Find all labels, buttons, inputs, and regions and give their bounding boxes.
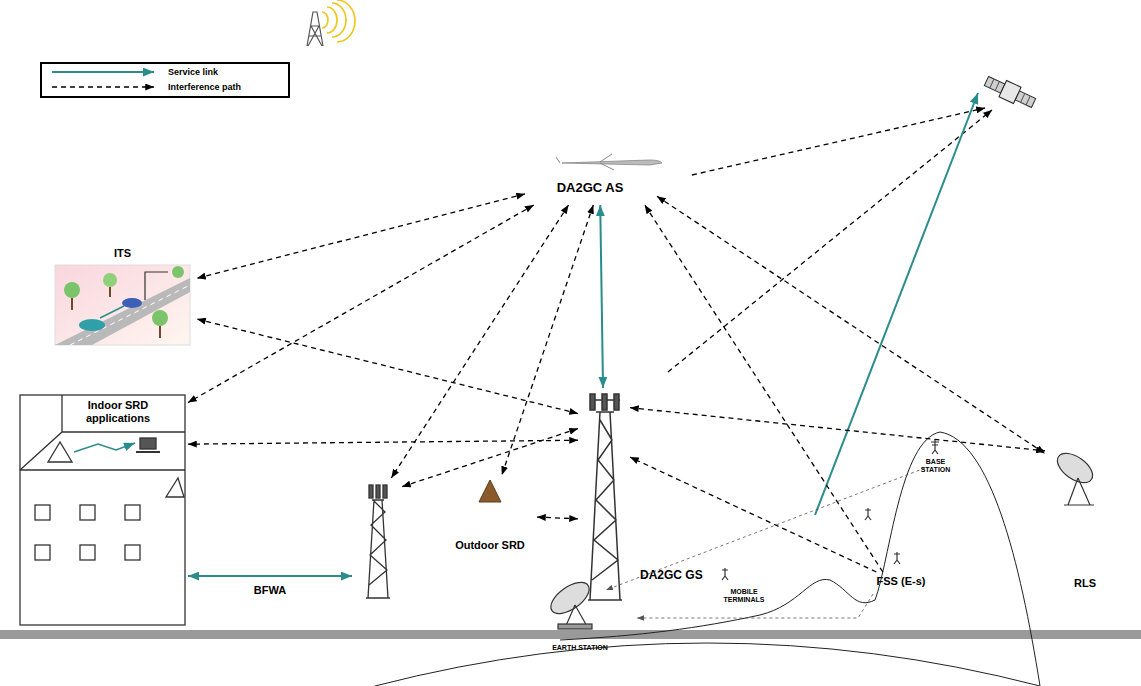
building-box: Indoor SRD applications [18,392,188,628]
interference-path [537,517,578,519]
its-picture [55,265,190,345]
node-label: Indoor SRD applications [68,399,168,425]
interference-path-sample [52,86,154,87]
terminal-interference [606,468,925,590]
node-label: EARTH STATION [525,644,635,652]
rls-station: RLS [1045,445,1127,595]
building-icon [20,395,185,625]
interference-path [402,429,578,487]
interference-path [197,194,525,278]
radio-tower-icon [307,0,355,46]
interference-path [502,205,593,475]
interference-path [657,196,1045,453]
legend-row: Interference path [42,79,288,94]
node-label: Outdoor SRD [445,539,535,552]
legend-row: Service link [42,64,288,79]
satellite-links [668,93,992,515]
ground-station: DA2GC GS [578,388,630,602]
legend-sample [50,66,160,78]
node-label: DA2GC AS [525,180,655,196]
earth-arc [375,643,1040,686]
interference-path [391,205,568,478]
interference-path [197,319,578,413]
outdoor-srd: Outdoor SRD [445,475,537,557]
service-link [600,205,603,388]
legend-box: Service linkInterference path [40,62,290,98]
node-label: RLS [1045,577,1125,590]
ground-station-tower [588,394,622,600]
its-box: ITS [50,245,197,348]
aircraft-icon [556,154,662,170]
interference-path [645,205,883,572]
interference-path [630,457,876,572]
rls-dish [1052,448,1097,505]
node-label: BFWA [240,584,300,597]
legend-sample [50,81,160,93]
legend-label: Service link [168,67,218,77]
node-label: DA2GC GS [640,568,730,582]
satellite-icon [983,73,1038,111]
aircraft-station: DA2GC AS [525,150,657,205]
bfwa-station: BFWA [352,478,402,600]
node-label: ITS [50,247,195,260]
service-link-sample [52,71,154,73]
interference-path [630,408,1045,451]
bfwa-tower [366,485,390,598]
interference-path [188,205,534,403]
interference-path [188,440,578,444]
earth-station-dish [546,576,595,629]
earth-station: EARTH STATION [525,572,637,658]
legend-label: Interference path [168,82,241,92]
service-link [188,575,352,577]
fss-station: FSS (E-s) [865,572,939,594]
terminal-icons [722,440,939,580]
ground-bar [0,630,1141,639]
node-label: FSS (E-s) [865,575,937,588]
base-station-label: BASE STATION [913,458,958,473]
hills [560,432,1040,686]
terminals-label: MOBILE TERMINALS [715,588,773,603]
outdoor-srd-icon [479,480,501,502]
